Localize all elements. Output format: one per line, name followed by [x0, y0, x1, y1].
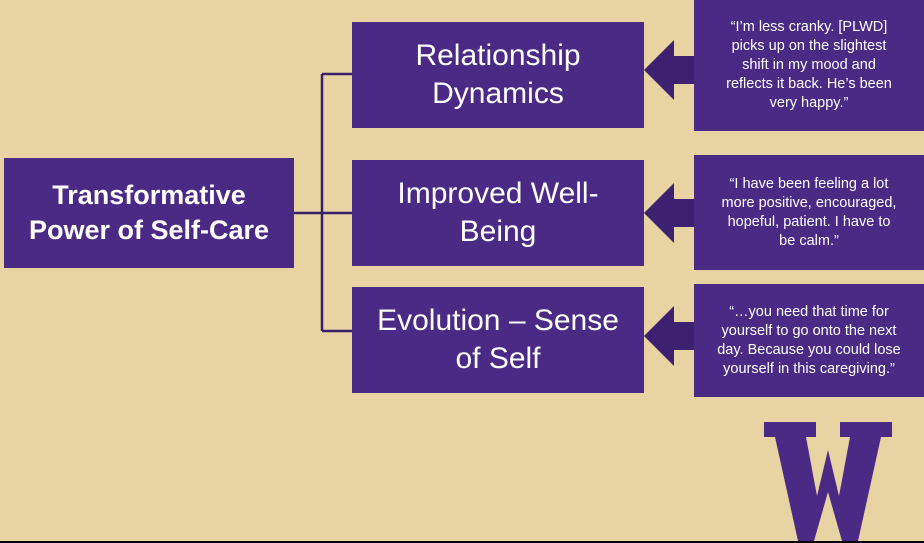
- branch-relationship-dynamics: Relationship Dynamics: [352, 22, 644, 128]
- bottom-divider: [0, 541, 924, 543]
- arrow-icon: [644, 40, 694, 100]
- quote-improved-well-being: “I have been feeling a lot more positive…: [694, 155, 924, 270]
- arrow-icon: [644, 183, 694, 243]
- quote-relationship-dynamics: “I’m less cranky. [PLWD] picks up on the…: [694, 0, 924, 131]
- arrow-icon: [644, 306, 694, 366]
- branch-improved-well-being: Improved Well- Being: [352, 160, 644, 266]
- root-node: Transformative Power of Self-Care: [4, 158, 294, 268]
- quote-evolution-sense-of-self: “…you need that time for yourself to go …: [694, 284, 924, 397]
- branch-evolution-sense-of-self: Evolution – Sense of Self: [352, 287, 644, 393]
- university-w-logo-icon: [764, 422, 892, 541]
